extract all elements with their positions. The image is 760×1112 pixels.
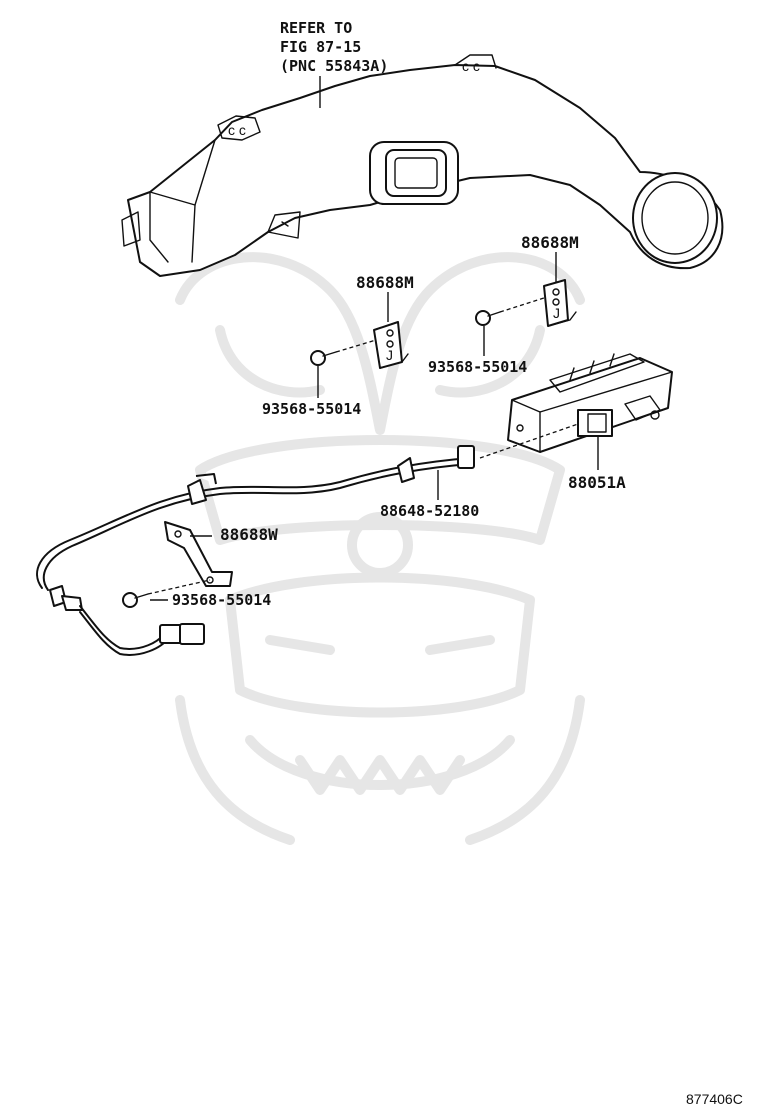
diagram-code: 877406C <box>686 1091 743 1107</box>
part-label-bracket-lower: 88688W <box>220 525 278 544</box>
part-label-screw-right: 93568-55014 <box>428 358 527 376</box>
wire-harness: 88648-52180 <box>36 423 579 656</box>
svg-text:J: J <box>553 305 560 321</box>
reference-line-3: (PNC 55843A) <box>280 57 388 75</box>
reference-callout: REFER TO FIG 87-15 (PNC 55843A) <box>280 19 388 108</box>
watermark-emblem <box>175 252 585 845</box>
part-label-sensor-assembly: 88051A <box>568 473 626 492</box>
part-label-harness: 88648-52180 <box>380 502 479 520</box>
reference-line-2: FIG 87-15 <box>280 38 361 56</box>
part-label-screw-lower: 93568-55014 <box>172 591 271 609</box>
screw-lower: 93568-55014 <box>122 579 271 609</box>
bracket-upper-right: J 88688M <box>521 233 579 327</box>
svg-text:c c: c c <box>228 122 246 138</box>
bracket-upper-left: J 88688M <box>356 273 414 369</box>
part-label-bracket-upper-right: 88688M <box>521 233 579 252</box>
svg-text:J: J <box>386 347 393 363</box>
screw-left: 93568-55014 <box>262 339 377 418</box>
part-label-bracket-upper-left: 88688M <box>356 273 414 292</box>
sensor-assembly: 88051A <box>507 353 673 492</box>
reference-line-1: REFER TO <box>280 19 352 37</box>
part-label-screw-left: 93568-55014 <box>262 400 361 418</box>
air-duct: c c c c <box>121 54 724 277</box>
screw-right: 93568-55014 <box>428 297 545 376</box>
bracket-lower: 88688W <box>164 521 278 587</box>
svg-text:c c: c c <box>462 58 480 74</box>
